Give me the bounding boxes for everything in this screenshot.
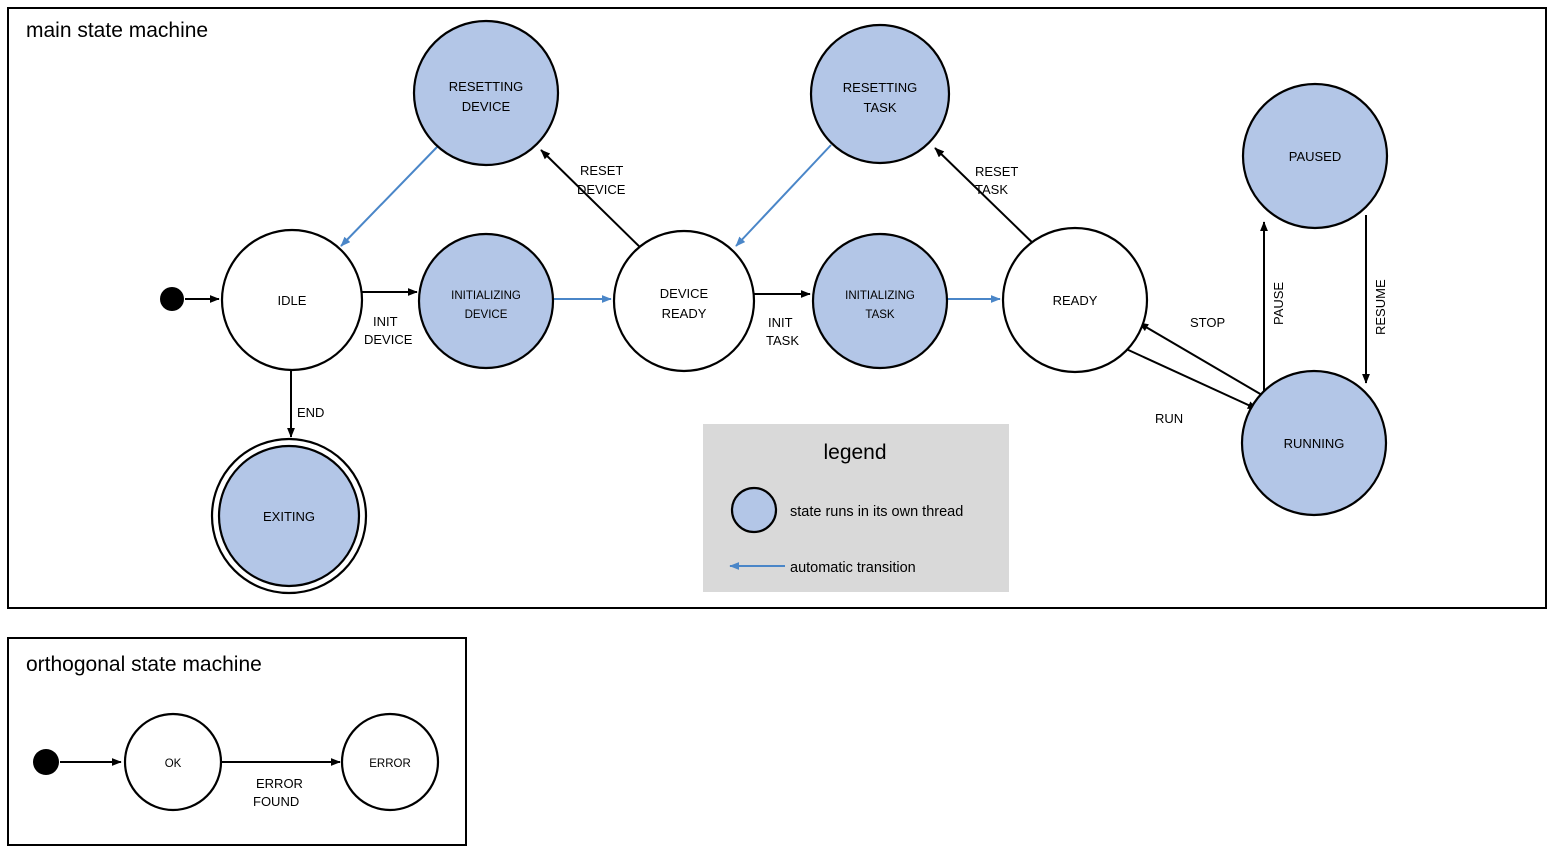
state-label-ready: READY	[1053, 293, 1098, 308]
state-ready[interactable]: READY	[1001, 226, 1149, 374]
transition-label-reset-device-l1: RESET	[580, 163, 623, 178]
transition-label-resume: RESUME	[1373, 279, 1388, 335]
transition-run: RUN	[1123, 347, 1258, 426]
legend-item-thread-label: state runs in its own thread	[790, 504, 963, 520]
transition-label-error-found-l1: ERROR	[256, 776, 303, 791]
legend-item-auto-label: automatic transition	[790, 560, 916, 576]
state-resetting-task[interactable]: RESETTING TASK	[809, 23, 951, 165]
state-label-resetting-task-l2: TASK	[864, 100, 897, 115]
state-label-error: ERROR	[369, 758, 411, 770]
state-device-ready[interactable]: DEVICE READY	[612, 229, 756, 373]
initial-state-dot-orthogonal	[33, 749, 59, 775]
state-label-initializing-task-l2: TASK	[865, 309, 895, 321]
state-label-paused: PAUSED	[1289, 149, 1342, 164]
state-label-resetting-task-l1: RESETTING	[843, 80, 917, 95]
transition-label-error-found-l2: FOUND	[253, 794, 299, 809]
transition-ortho-start-ok	[33, 749, 122, 775]
transition-label-init-task-l1: INIT	[768, 315, 793, 330]
transition-label-reset-task-l2: TASK	[975, 182, 1008, 197]
transition-label-pause: PAUSE	[1271, 282, 1286, 325]
legend-thread-swatch-icon	[730, 486, 778, 534]
transition-label-init-task-l2: TASK	[766, 333, 799, 348]
state-ok[interactable]: OK	[123, 712, 223, 812]
state-running[interactable]: RUNNING	[1240, 369, 1388, 517]
state-label-ok: OK	[165, 758, 182, 770]
transition-auto-device-ready	[735, 144, 832, 247]
state-label-initializing-device-l2: DEVICE	[465, 309, 508, 321]
main-frame-title: main state machine	[26, 19, 208, 42]
state-idle[interactable]: IDLE	[220, 228, 364, 372]
state-label-initializing-device-l1: INITIALIZING	[451, 290, 521, 302]
state-error[interactable]: ERROR	[340, 712, 440, 812]
legend: legend state runs in its own thread auto…	[703, 424, 1009, 592]
transition-label-init-device-l2: DEVICE	[364, 332, 413, 347]
state-exiting[interactable]: EXITING	[210, 437, 368, 595]
initial-state-dot-main	[160, 287, 184, 311]
transition-auto-idle	[340, 145, 439, 247]
transition-start-idle	[160, 287, 220, 311]
state-label-device-ready-l1: DEVICE	[660, 286, 709, 301]
transition-reset-task: RESET TASK	[934, 147, 1041, 251]
state-label-exiting: EXITING	[263, 509, 315, 524]
transition-pause: PAUSE	[1260, 221, 1286, 392]
legend-title: legend	[823, 441, 886, 464]
transition-end: END	[287, 370, 324, 438]
state-label-idle: IDLE	[278, 293, 307, 308]
transition-label-run: RUN	[1155, 411, 1183, 426]
state-label-device-ready-l2: READY	[662, 306, 707, 321]
transition-reset-device: RESET DEVICE	[540, 149, 649, 256]
orthogonal-frame-title: orthogonal state machine	[26, 653, 262, 676]
transition-label-reset-device-l2: DEVICE	[577, 182, 626, 197]
final-state-outer-ring	[210, 437, 368, 595]
state-initializing-device[interactable]: INITIALIZING DEVICE	[417, 232, 555, 370]
state-resetting-device[interactable]: RESETTING DEVICE	[412, 19, 560, 167]
state-label-initializing-task-l1: INITIALIZING	[845, 290, 915, 302]
transition-label-stop: STOP	[1190, 315, 1225, 330]
state-label-resetting-device-l1: RESETTING	[449, 79, 523, 94]
transition-label-end: END	[297, 405, 324, 420]
state-label-resetting-device-l2: DEVICE	[462, 99, 511, 114]
transition-label-reset-task-l1: RESET	[975, 164, 1018, 179]
state-initializing-task[interactable]: INITIALIZING TASK	[811, 232, 949, 370]
transition-stop: STOP	[1138, 315, 1263, 396]
transition-label-init-device-l1: INIT	[373, 314, 398, 329]
transition-resume: RESUME	[1362, 215, 1388, 384]
state-paused[interactable]: PAUSED	[1241, 82, 1389, 230]
transition-error-found: ERROR FOUND	[221, 758, 341, 809]
transition-init-task: INIT TASK	[754, 290, 811, 348]
transition-init-device: INIT DEVICE	[362, 288, 418, 347]
state-label-running: RUNNING	[1284, 436, 1345, 451]
